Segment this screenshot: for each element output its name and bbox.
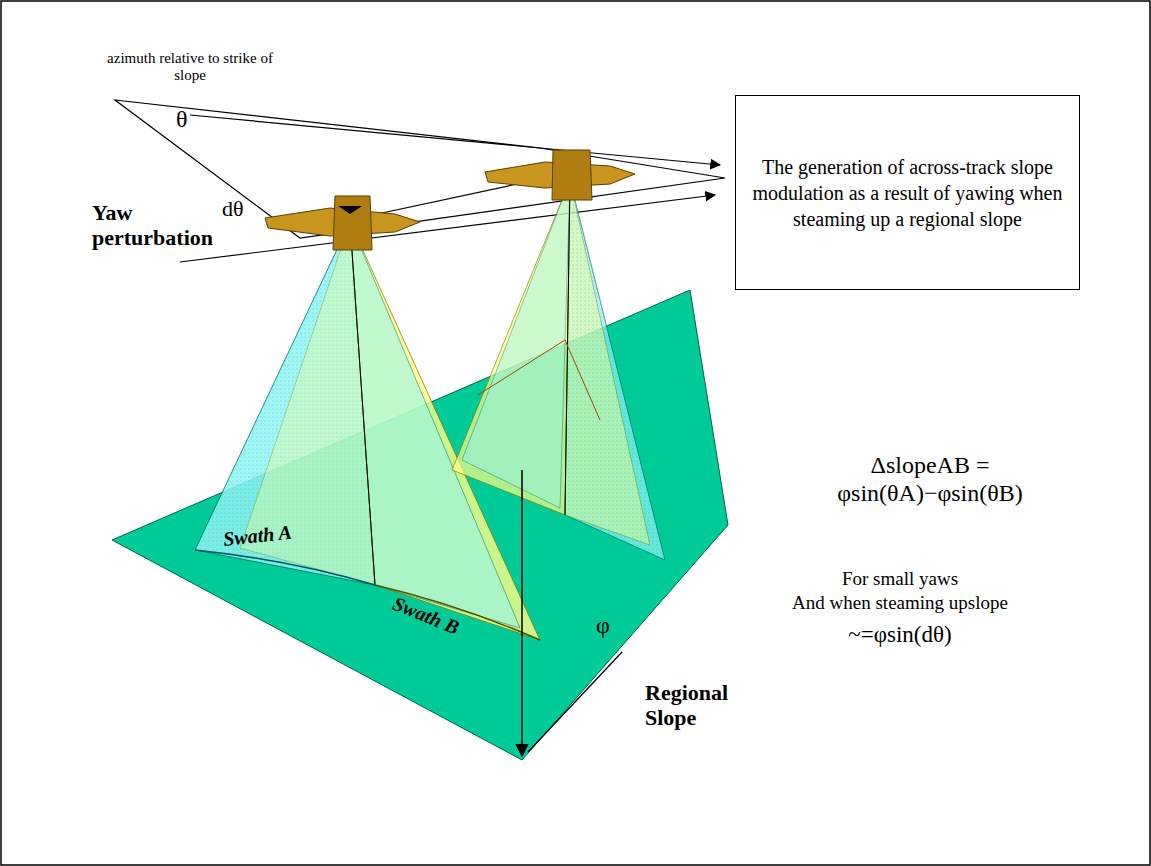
note-text: For small yaws: [770, 568, 1030, 590]
caption-box: The generation of across-track slope mod…: [735, 95, 1080, 290]
ship-one: [265, 196, 420, 250]
angle-symbol: θ: [176, 106, 206, 134]
yawed-heading-arrow: [180, 195, 715, 262]
angle-symbol: φ: [596, 612, 626, 640]
sea-surface-plane: [115, 100, 725, 238]
formula: ~=φsin(dθ): [800, 622, 1000, 648]
caption-text: The generation of across-track slope mod…: [749, 154, 1066, 232]
azimuth-arrow: [190, 115, 720, 165]
part-label: Yaw perturbation: [92, 200, 242, 251]
angle-symbol: dθ: [222, 196, 262, 221]
vertical-arrow: [521, 470, 523, 756]
note-text: And when steaming upslope: [770, 592, 1030, 614]
slope-angle-line: [528, 652, 622, 752]
ship-two: [485, 150, 635, 200]
swath-fans-ship-two: [452, 180, 665, 560]
axis-caption: azimuth relative to strike of slope: [95, 50, 285, 85]
formula: ΔslopeAB = φsin(θA)−φsin(θB): [825, 452, 1035, 507]
part-label: Regional Slope: [645, 680, 745, 731]
